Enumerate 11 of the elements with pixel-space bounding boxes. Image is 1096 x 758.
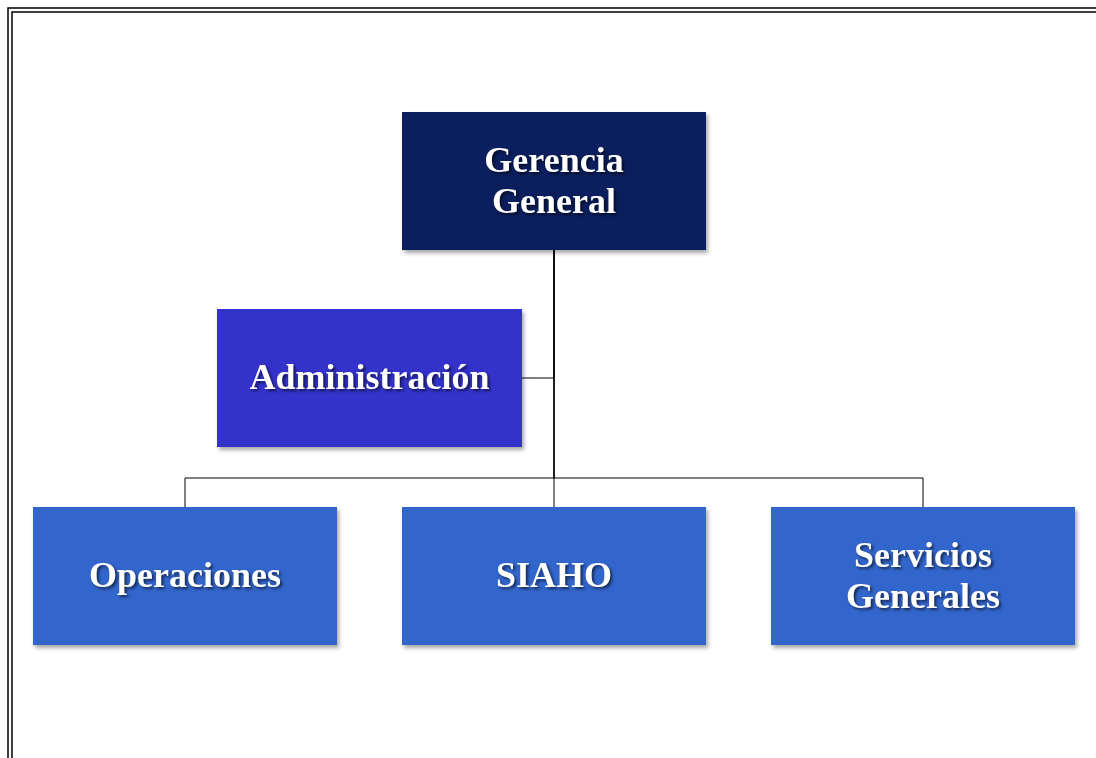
unit-name: Servicios Generales [845,534,1001,618]
department-box [771,507,1075,645]
executive-box [402,112,706,250]
unit-name: Gerencia General [483,139,625,223]
unit-name: Operaciones [88,555,282,597]
unit-name: SIAHO [494,555,613,597]
department-box [402,507,706,645]
staff-box [217,309,522,447]
unit-name: Administración [248,357,491,399]
connector-line [553,249,924,508]
department-box [33,507,337,645]
